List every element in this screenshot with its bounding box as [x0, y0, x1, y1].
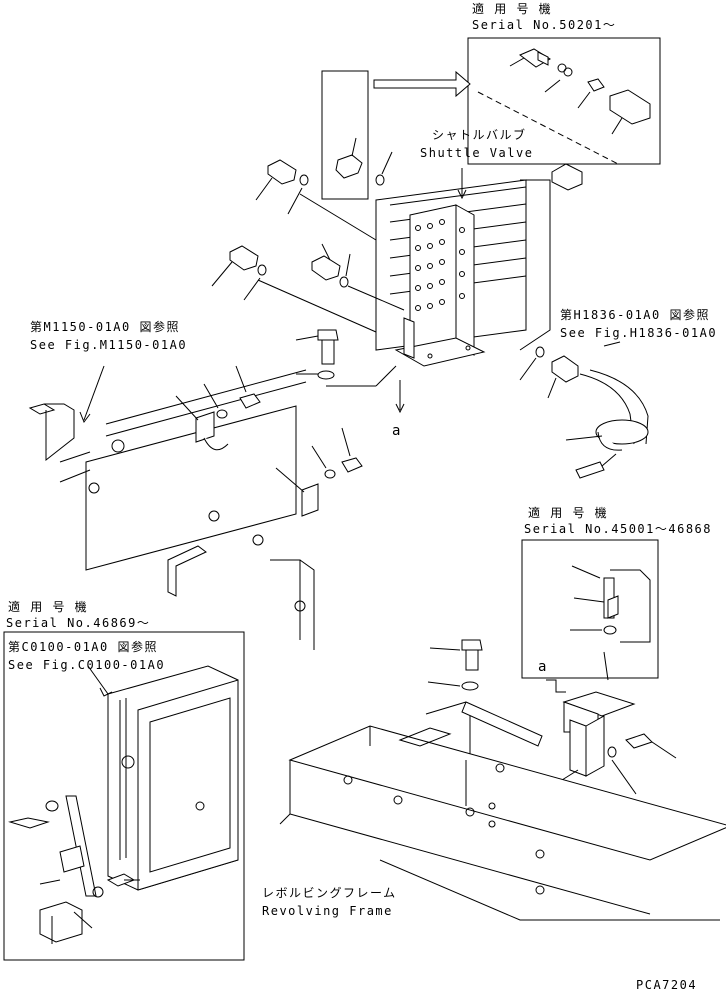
inset-fittings: [509, 48, 651, 135]
valve-fittings: [211, 159, 583, 399]
guard-assembly: [28, 365, 363, 650]
inset-box-mid: [521, 539, 659, 679]
ref-h1836-jp: 第H1836-01A0 図参照: [560, 308, 710, 322]
ref-m1150-jp: 第M1150-01A0 図参照: [30, 320, 180, 334]
fitting-small: [335, 154, 363, 179]
shuttle-valve-jp: シャトルバルブ: [432, 128, 527, 142]
ref-c0100-en: See Fig.C0100-01A0: [8, 658, 166, 672]
inset-box-small: [321, 70, 369, 200]
shuttle-valve-en: Shuttle Valve: [420, 146, 534, 160]
serial-left-en: Serial No.46869～: [6, 616, 151, 630]
radiator-unit: [87, 665, 239, 891]
ref-a-mid: a: [538, 659, 549, 675]
serial-mid-en: Serial No.45001～46868: [524, 522, 712, 536]
shuttle-valve: [375, 168, 551, 367]
bolt-group-1: [295, 329, 405, 414]
frame-label-jp: レボルビングフレーム: [262, 886, 397, 900]
inset-box-top: [467, 37, 661, 165]
serial-top-en: Serial No.50201～: [472, 18, 617, 32]
serial-mid-jp: 適 用 号 機: [528, 506, 609, 520]
valve-ports: [415, 219, 465, 311]
ref-a-top: a: [392, 423, 403, 439]
ref-c0100-jp: 第C0100-01A0 図参照: [8, 640, 158, 654]
ref-h1836-en: See Fig.H1836-01A0: [560, 326, 718, 340]
frame-label-en: Revolving Frame: [262, 904, 393, 918]
serial-top-jp: 適 用 号 機: [472, 2, 553, 16]
revolving-frame: [279, 725, 726, 921]
inset-box-left: [3, 631, 245, 961]
stay-assembly: [8, 795, 140, 944]
serial-left-jp: 適 用 号 機: [8, 600, 89, 614]
ref-m1150-en: See Fig.M1150-01A0: [30, 338, 188, 352]
valve-bracket: [394, 337, 486, 367]
hose-assembly: [565, 341, 649, 479]
inset-leader: [477, 91, 621, 166]
drawing-code: PCA7204: [636, 978, 698, 992]
bolt-group-2: [425, 639, 677, 810]
arrow-right: [373, 70, 471, 98]
